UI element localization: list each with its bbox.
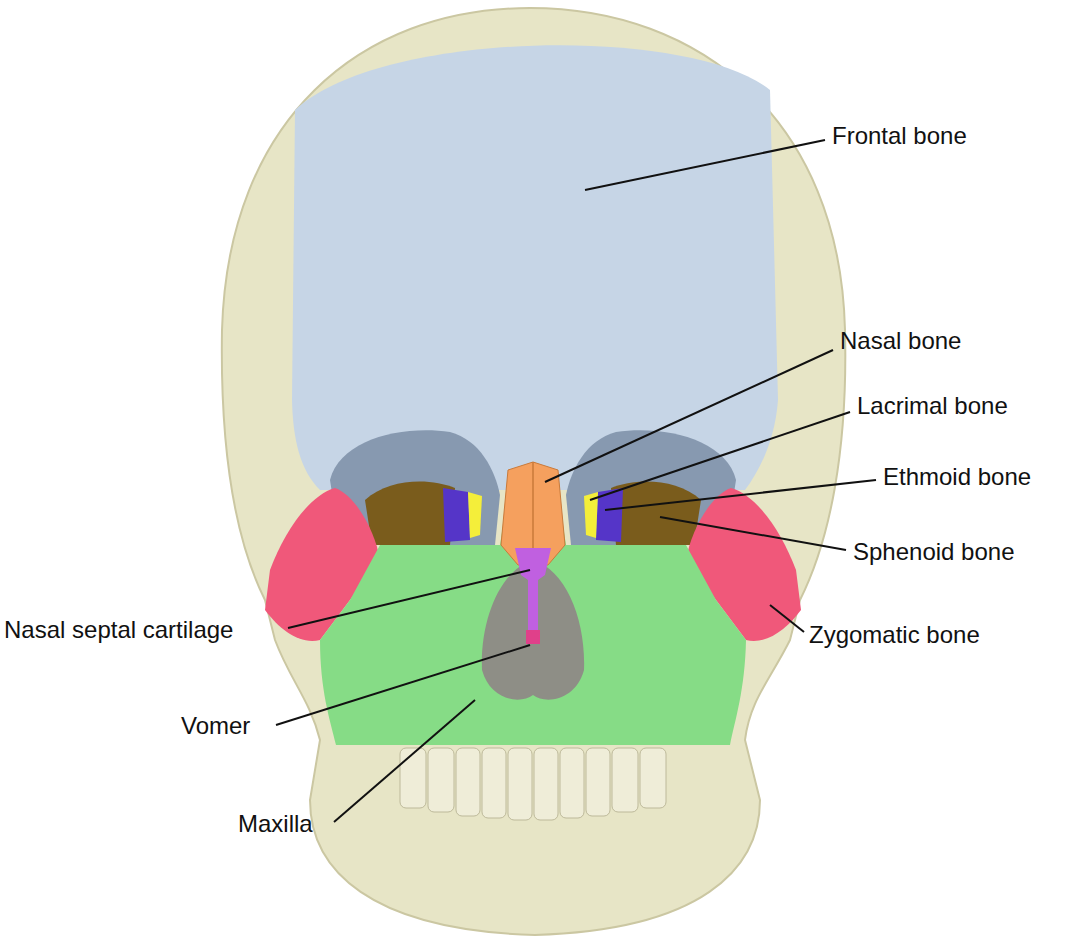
frontal-bone	[292, 45, 778, 490]
part-label: Ethmoid bone	[883, 463, 1031, 491]
part-label: Sphenoid bone	[853, 538, 1014, 566]
leader-lines	[276, 140, 876, 822]
part-label: Nasal septal cartilage	[4, 616, 233, 644]
sphenoid-bone	[611, 482, 701, 545]
teeth	[400, 748, 666, 820]
part-label: Maxilla	[238, 810, 313, 838]
part-label: Vomer	[181, 712, 250, 740]
part-label: Zygomatic bone	[809, 621, 980, 649]
skull-outline	[222, 8, 846, 935]
ethmoid-bone	[443, 488, 470, 542]
part-label: Frontal bone	[832, 122, 967, 150]
part-label: Lacrimal bone	[857, 392, 1008, 420]
vomer-bone	[526, 630, 540, 644]
lacrimal-bone	[468, 492, 482, 538]
septal-cartilage	[515, 548, 551, 632]
part-label: Nasal bone	[840, 327, 961, 355]
sphenoid-bone	[365, 482, 455, 545]
